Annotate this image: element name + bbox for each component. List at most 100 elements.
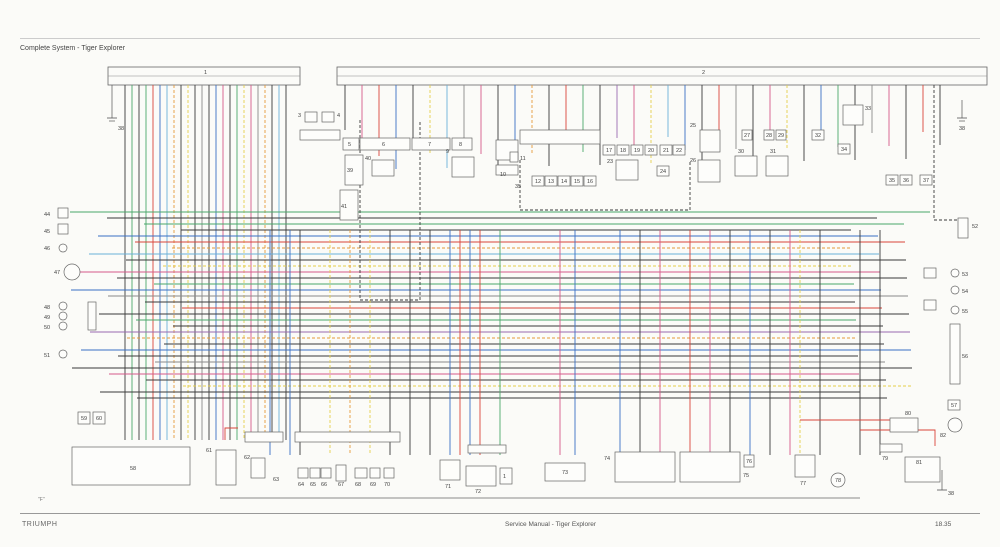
component-label: 67 <box>338 482 344 488</box>
component-label: 26 <box>690 158 696 164</box>
component-label: 32 <box>815 133 821 139</box>
component-label: 80 <box>905 411 911 417</box>
component-label: 30 <box>738 149 744 155</box>
component-label: 82 <box>940 433 946 439</box>
component-box <box>294 431 401 443</box>
component-box <box>354 467 368 479</box>
lamp-icon <box>58 349 68 359</box>
component-label: 44 <box>44 212 50 218</box>
component-box: 27 <box>741 129 753 141</box>
component-label: 22 <box>676 148 682 154</box>
component-box: 35 <box>885 174 899 186</box>
component-label: 47 <box>54 270 60 276</box>
component-box: 5 <box>342 137 360 151</box>
component-box <box>519 129 601 145</box>
component-box <box>369 467 381 479</box>
component-box: 12 <box>531 175 545 187</box>
component-box <box>923 299 937 311</box>
component-box: 41 <box>339 189 359 221</box>
component-label: 6 <box>382 142 385 148</box>
component-box <box>697 159 721 183</box>
component-label: 45 <box>44 229 50 235</box>
component-box: 29 <box>775 129 787 141</box>
lamp-icon <box>830 472 846 488</box>
component-label: 51 <box>44 353 50 359</box>
lamp-icon <box>950 285 960 295</box>
component-box: 60 <box>92 411 106 425</box>
component-label: 24 <box>660 169 666 175</box>
component-label: 3 <box>298 113 301 119</box>
component-label: 41 <box>341 204 347 210</box>
component-box: 6 <box>359 137 411 151</box>
component-box <box>765 155 789 177</box>
component-box: 36 <box>899 174 913 186</box>
component-label: 23 <box>607 159 613 165</box>
component-label: 5 <box>348 142 351 148</box>
lamp-icon <box>58 311 68 321</box>
component-box: 57 <box>947 399 961 411</box>
component-label: 33 <box>865 106 871 112</box>
component-label: 65 <box>310 482 316 488</box>
component-box: 16 <box>583 175 597 187</box>
component-box: 24 <box>656 165 670 177</box>
component-label: 49 <box>44 315 50 321</box>
component-label: 59 <box>81 416 87 422</box>
component-box <box>335 464 347 482</box>
component-box <box>297 467 309 479</box>
component-box <box>215 449 237 486</box>
component-label: 36 <box>903 178 909 184</box>
corner-mark: "F" <box>38 497 45 503</box>
component-box <box>465 465 497 487</box>
wire <box>860 429 936 446</box>
component-box: 15 <box>570 175 584 187</box>
component-label: 28 <box>766 133 772 139</box>
component-label: 61 <box>206 448 212 454</box>
component-label: 12 <box>535 179 541 185</box>
component-box <box>957 217 969 239</box>
component-box <box>842 104 864 126</box>
component-box: 14 <box>557 175 571 187</box>
component-label: 62 <box>244 455 250 461</box>
component-label: 58 <box>130 466 136 472</box>
component-box: 13 <box>544 175 558 187</box>
component-label: 37 <box>923 178 929 184</box>
ground-icon: 38 <box>957 100 967 132</box>
svg-text:38: 38 <box>959 126 965 132</box>
component-label: 70 <box>384 482 390 488</box>
component-label: 55 <box>962 309 968 315</box>
component-box: 76 <box>743 454 755 468</box>
component-label: 18 <box>620 148 626 154</box>
component-box <box>371 159 395 177</box>
component-box <box>679 451 741 483</box>
component-box: 3 <box>298 111 318 123</box>
lamp-icon <box>947 417 963 433</box>
component-box <box>467 444 507 454</box>
ground-icon: 38 <box>937 470 954 497</box>
component-label: 68 <box>355 482 361 488</box>
component-box: 32 <box>811 129 825 141</box>
top-rule <box>20 38 980 39</box>
component-label: 79 <box>882 456 888 462</box>
svg-text:38: 38 <box>948 491 954 497</box>
brand-logo: TRIUMPH <box>22 521 58 528</box>
component-box <box>299 129 341 141</box>
component-box <box>904 456 941 483</box>
component-label: 11 <box>520 156 526 162</box>
component-box: 34 <box>837 143 851 155</box>
component-box <box>57 207 69 219</box>
component-label: 25 <box>690 123 696 129</box>
component-box <box>244 431 284 443</box>
component-box <box>949 323 961 385</box>
harness-2: 2 <box>336 66 988 86</box>
lamp-icon <box>58 243 68 253</box>
component-box: 58 <box>71 446 191 486</box>
component-box <box>309 467 321 479</box>
wire <box>933 85 965 221</box>
component-label: 8 <box>459 142 462 148</box>
component-label: 73 <box>562 470 568 476</box>
component-label: 7 <box>428 142 431 148</box>
lamp-icon <box>58 301 68 311</box>
harness-2-label: 2 <box>702 70 705 76</box>
component-label: 72 <box>475 489 481 495</box>
component-label: 35 <box>515 184 521 190</box>
